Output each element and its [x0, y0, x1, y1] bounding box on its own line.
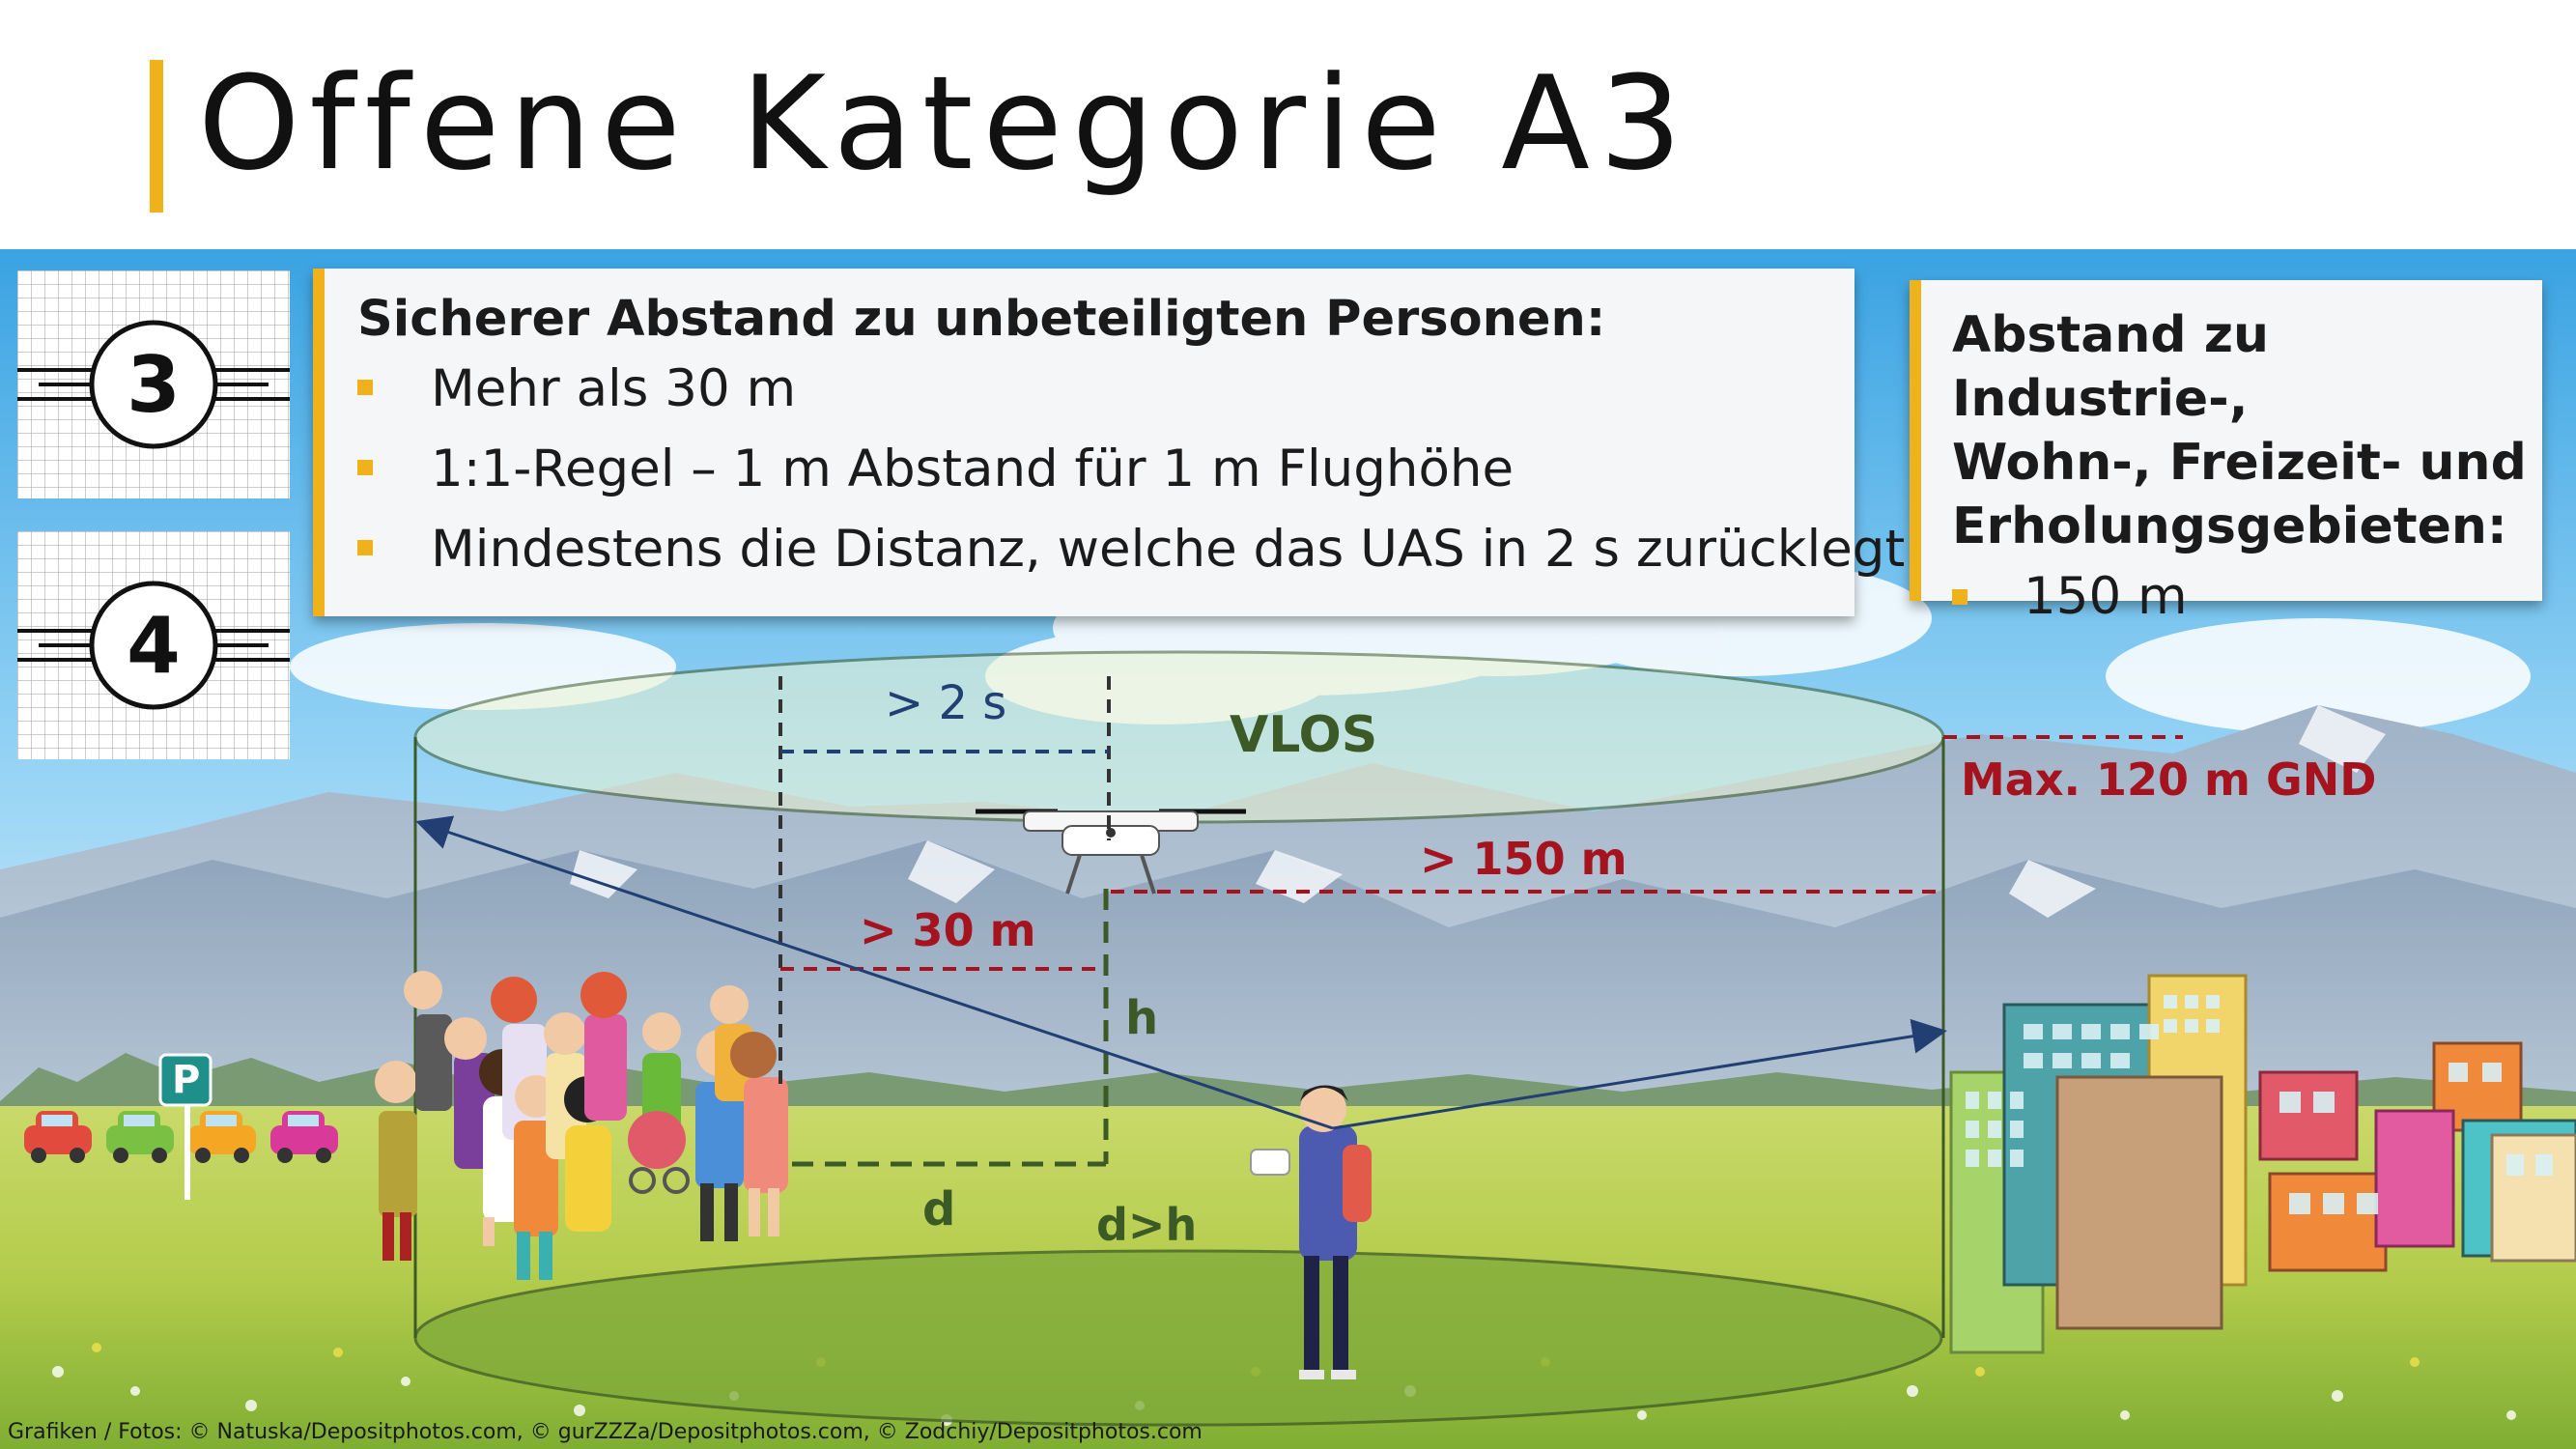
list-item-text: 1:1-Regel – 1 m Abstand für 1 m Flughöhe — [431, 440, 1514, 499]
class-3-number: 3 — [127, 340, 181, 430]
list-item: 1:1-Regel – 1 m Abstand für 1 m Flughöhe — [357, 429, 1854, 509]
class-badge-4: 4 — [17, 531, 290, 759]
height-label: h — [1125, 991, 1159, 1045]
vlos-cylinder-base — [413, 1249, 1943, 1427]
max-height-label: Max. 120 m GND — [1961, 753, 2377, 806]
bullet-icon — [357, 540, 373, 556]
distance-to-areas-box: Abstand zu Industrie-, Wohn-, Freizeit- … — [1910, 280, 2542, 626]
heading-line: Erholungsgebieten: — [1952, 497, 2507, 555]
parking-label: P — [172, 1058, 201, 1102]
list-item-text: Mindestens die Distanz, welche das UAS i… — [431, 520, 1906, 580]
class-4-icon: 4 — [17, 531, 290, 759]
heading-line: Abstand zu Industrie-, — [1952, 306, 2269, 428]
drone-pilot — [1250, 1085, 1372, 1379]
parked-cars — [24, 1111, 338, 1163]
city-buildings — [1949, 974, 2576, 1354]
list-item-text: 150 m — [2024, 567, 2188, 626]
heading-line: Wohn-, Freizeit- und — [1952, 434, 2527, 492]
page-title: Offene Kategorie A3 — [198, 48, 1692, 199]
title-accent-bar — [150, 60, 163, 213]
distance-areas-label: > 150 m — [1420, 833, 1628, 885]
class-4-number: 4 — [127, 601, 181, 691]
bullet-list: Mehr als 30 m 1:1-Regel – 1 m Abstand fü… — [357, 349, 1905, 589]
bullet-icon — [1952, 589, 1967, 605]
distance-label: d — [922, 1182, 956, 1236]
list-item-text: Mehr als 30 m — [431, 359, 797, 419]
distance-persons-label: > 30 m — [860, 904, 1036, 956]
rule-label: d>h — [1096, 1199, 1198, 1251]
list-item: 150 m — [1952, 558, 2542, 636]
parking-sign-icon — [158, 1053, 212, 1200]
bullet-list: 150 m — [1952, 558, 2542, 636]
list-item: Mindestens die Distanz, welche das UAS i… — [357, 509, 1905, 589]
list-item: Mehr als 30 m — [357, 349, 1854, 429]
vlos-label: VLOS — [1230, 706, 1378, 764]
vlos-cylinder-top — [413, 650, 1945, 824]
crowd-of-people — [375, 971, 788, 1280]
box-heading: Sicherer Abstand zu unbeteiligten Person… — [357, 291, 1606, 348]
image-credit: Grafiken / Fotos: © Natuska/Depositphoto… — [8, 1420, 1203, 1444]
line-of-sight-arrows — [415, 815, 1947, 1130]
time-label: > 2 s — [885, 676, 1007, 730]
distance-to-persons-box: Sicherer Abstand zu unbeteiligten Person… — [313, 269, 1905, 616]
class-3-icon: 3 — [17, 270, 290, 498]
bullet-icon — [357, 380, 373, 396]
class-badge-3: 3 — [17, 270, 290, 498]
box-heading: Abstand zu Industrie-, Wohn-, Freizeit- … — [1952, 303, 2542, 558]
bullet-icon — [357, 460, 373, 476]
measurement-lines — [778, 676, 2183, 1167]
